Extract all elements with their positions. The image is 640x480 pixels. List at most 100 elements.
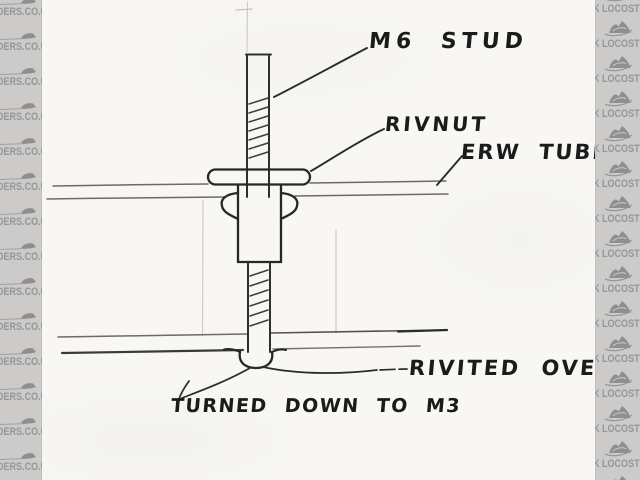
locostbuilders-swoosh-icon (0, 173, 36, 180)
watermark-text: DERS.CO.U (0, 216, 42, 228)
leader-erw-tube (436, 155, 463, 186)
watermark-text: K LOCOST (595, 108, 640, 120)
locost-logo-icon (604, 266, 633, 282)
watermark-text: DERS.CO.U (0, 391, 42, 403)
locost-logo-icon (614, 476, 627, 480)
rivnut-drawing (206, 168, 312, 264)
locostbuilders-swoosh-icon (0, 208, 36, 215)
watermark-row: K LOCOST (595, 438, 640, 473)
watermark-text: K LOCOST (595, 38, 640, 50)
locost-logo-icon (604, 371, 633, 387)
watermark-row: DERS.CO.U (0, 204, 42, 239)
locost-logo-icon (604, 301, 633, 317)
watermark-row: K LOCOST (595, 228, 640, 263)
watermark-strip-left: DERS.CO.U DERS.CO.U DERS.CO.U DERS.CO.U DERS… (0, 0, 42, 480)
stud-thread-hatching (248, 97, 269, 159)
rivnut-bulge-left (220, 191, 240, 221)
label-m6-stud: M6 STUD (367, 29, 529, 54)
watermark-row: K LOCOST (595, 158, 640, 193)
watermark-row: K LOCOST (595, 193, 640, 228)
watermark-row: DERS.CO.U (0, 414, 42, 449)
watermark-text: DERS.CO.U (0, 76, 42, 88)
locostbuilders-swoosh-icon (0, 103, 36, 110)
watermark-row: K LOCOST (595, 263, 640, 298)
watermark-text: K LOCOST (595, 143, 640, 155)
locost-logo-icon (604, 441, 633, 457)
label-turned-down-to-m3: TURNED DOWN TO M3 (170, 395, 463, 417)
locost-logo-icon (604, 161, 633, 177)
watermark-row: DERS.CO.U (0, 64, 42, 99)
watermark-row: DERS.CO.U (0, 169, 42, 204)
turned-down-stud-drawing (247, 262, 271, 353)
watermark-text: K LOCOST (595, 213, 640, 225)
construction-guides (201, 1, 337, 337)
locost-logo-icon (604, 21, 633, 37)
watermark-row: DERS.CO.U (0, 134, 42, 169)
watermark-text: K LOCOST (595, 353, 640, 365)
m6-stud-drawing (245, 53, 272, 198)
watermark-row: DERS.CO.U (0, 344, 42, 379)
lower-tube-walls (57, 328, 449, 355)
locost-logo-icon (604, 231, 633, 247)
locost-logo-icon (604, 56, 633, 72)
watermark-text: DERS.CO.U (0, 41, 42, 53)
watermark-row: DERS.CO.U (0, 274, 42, 309)
watermark-text: K LOCOST (595, 283, 640, 295)
leader-rivnut (310, 128, 385, 172)
watermark-row: K LOCOST (595, 368, 640, 403)
locostbuilders-swoosh-icon (0, 68, 36, 75)
locostbuilders-swoosh-icon (0, 418, 36, 425)
leader-m6-stud (273, 47, 368, 98)
watermark-row: DERS.CO.U (0, 99, 42, 134)
rivet-dome-drawing (223, 348, 287, 370)
watermark-text: DERS.CO.U (0, 181, 42, 193)
locost-logo-icon (605, 0, 623, 2)
lower-thread-hatching (249, 269, 269, 327)
label-rivnut: RIVNUT (383, 112, 490, 136)
watermark-text: DERS.CO.U (0, 111, 42, 123)
watermark-row: DERS.CO.U (0, 29, 42, 64)
watermark-text: K LOCOST (595, 458, 640, 470)
locostbuilders-swoosh-icon (0, 243, 36, 250)
leader-turned-down (181, 367, 251, 399)
watermark-row: K LOCOST (595, 403, 640, 438)
watermark-text: K LOCOST (595, 3, 640, 15)
watermark-row: K LOCOST (595, 88, 640, 123)
locost-logo-icon (604, 406, 633, 422)
watermark-row: K LOCOST (595, 473, 640, 480)
watermark-column: DERS.CO.U DERS.CO.U DERS.CO.U DERS.CO.U DERS… (0, 0, 42, 480)
watermark-text: K LOCOST (595, 73, 640, 85)
watermark-row: K LOCOST (595, 18, 640, 53)
watermark-text: DERS.CO.U (0, 426, 42, 438)
label-erw-tube: ERW TUBE (459, 140, 610, 164)
locost-logo-icon (604, 196, 633, 212)
watermark-row: DERS.CO.U (0, 0, 42, 29)
locostbuilders-swoosh-icon (0, 33, 36, 40)
locostbuilders-swoosh-icon (0, 0, 36, 5)
watermark-text: DERS.CO.U (0, 321, 42, 333)
watermark-text: DERS.CO.U (0, 251, 42, 263)
locost-logo-icon (604, 126, 633, 142)
watermark-text: DERS.CO.U (0, 356, 42, 368)
watermark-strip-right: K LOCOST K LOCOST K LOCOST K LOCOST K LOCOST… (595, 0, 640, 480)
locost-logo-icon (604, 91, 633, 107)
locostbuilders-swoosh-icon (0, 453, 36, 460)
watermark-row: DERS.CO.U (0, 309, 42, 344)
watermark-row: K LOCOST (595, 53, 640, 88)
watermark-text: DERS.CO.U (0, 6, 42, 18)
watermark-text: K LOCOST (595, 318, 640, 330)
label-rivited-over: RIVITED OVER (407, 356, 617, 380)
locostbuilders-swoosh-icon (0, 138, 36, 145)
watermark-row: DERS.CO.U (0, 449, 42, 480)
watermark-text: K LOCOST (595, 248, 640, 260)
rivnut-flange (206, 168, 312, 186)
leader-rivited-over (262, 366, 378, 374)
locostbuilders-swoosh-icon (0, 383, 36, 390)
watermark-row: K LOCOST (595, 333, 640, 368)
locost-logo-icon (604, 336, 633, 352)
watermark-text: DERS.CO.U (0, 286, 42, 298)
upper-tube-walls (46, 180, 449, 200)
watermark-text: K LOCOST (595, 388, 640, 400)
